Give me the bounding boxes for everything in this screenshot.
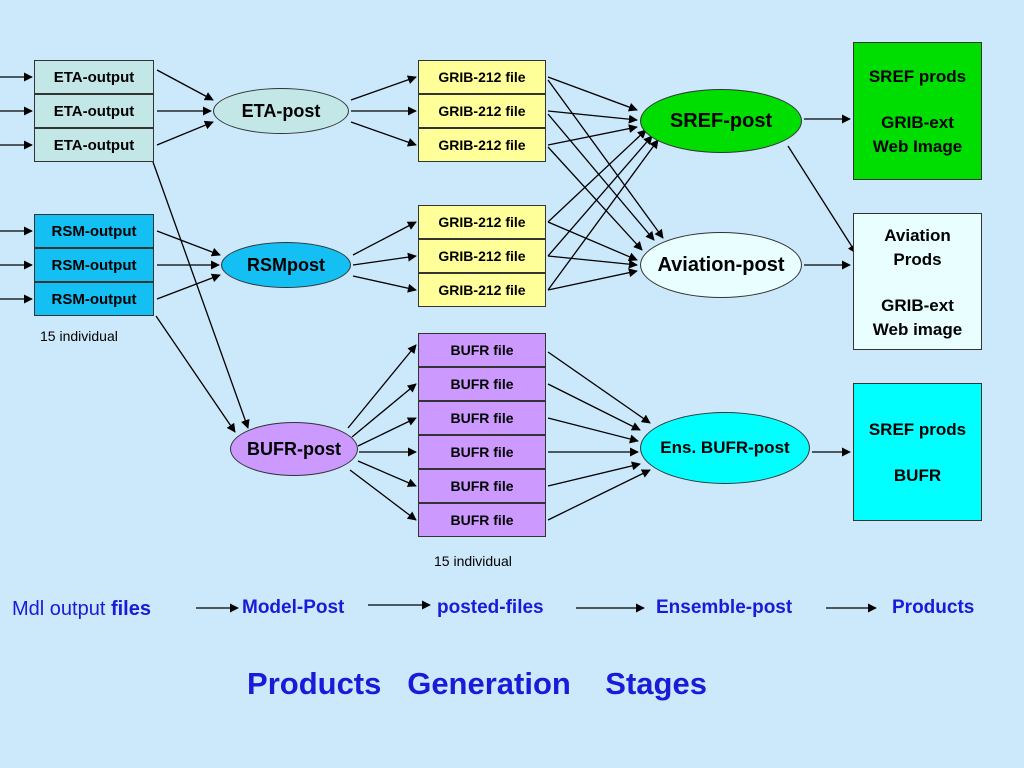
connector-arrow-31	[547, 113, 655, 241]
connector-arrow-27	[547, 76, 638, 112]
rsm-output-box-1: RSM-output	[34, 214, 154, 248]
sref-grib-products-box: SREF prods GRIB-ext Web Image	[853, 42, 982, 180]
bufr-file-box-4: BUFR file	[418, 435, 546, 469]
connector-arrow-30	[547, 79, 664, 239]
product-label: GRIB-ext	[881, 113, 954, 132]
product-label: Web Image	[872, 137, 963, 156]
eta-output-box-1: ETA-output	[34, 60, 154, 94]
bufr-post-node: BUFR-post	[230, 422, 358, 476]
connector-arrow-37	[547, 255, 638, 269]
posted-files-count-note: 15 individual	[434, 553, 512, 569]
grib-file-box-6: GRIB-212 file	[418, 273, 546, 307]
connector-arrow-13	[156, 273, 221, 300]
rsm-output-box-3: RSM-output	[34, 282, 154, 316]
connector-arrow-25	[357, 460, 417, 487]
stage-posted-files: posted-files	[437, 597, 544, 618]
product-label: Web image	[872, 320, 963, 339]
grib-file-box-4: GRIB-212 file	[418, 205, 546, 239]
grib-file-box-1: GRIB-212 file	[418, 60, 546, 94]
stage-ensemble-post: Ensemble-post	[656, 597, 793, 618]
grib-file-box-2: GRIB-212 file	[418, 94, 546, 128]
product-label: Prods	[893, 250, 942, 269]
bufr-file-box-5: BUFR file	[418, 469, 546, 503]
connector-arrow-32	[547, 146, 643, 251]
stage-model-output-files: Mdl output files	[12, 598, 151, 621]
aviation-products-box: Aviation Prods GRIB-ext Web image	[853, 213, 982, 350]
model-output-count-note: 15 individual	[40, 328, 118, 344]
connector-arrow-34	[547, 135, 653, 257]
connector-arrow-7	[156, 69, 214, 101]
connector-arrow-28	[547, 110, 638, 124]
stage-bold-text: files	[110, 598, 151, 620]
rsm-post-node: RSMpost	[221, 242, 351, 288]
stage-plain-text: Mdl output	[12, 598, 111, 620]
product-label: GRIB-ext	[881, 296, 954, 315]
connector-arrow-39	[547, 351, 651, 424]
connector-arrow-21	[347, 344, 417, 429]
connector-arrow-14	[155, 315, 236, 433]
sref-bufr-products-box: SREF prods BUFR	[853, 383, 982, 521]
connector-arrow-22	[351, 383, 417, 438]
bufr-file-box-2: BUFR file	[418, 367, 546, 401]
connector-arrow-23	[357, 417, 417, 447]
connector-arrow-17	[350, 121, 417, 147]
rsm-output-box-2: RSM-output	[34, 248, 154, 282]
connector-arrow-40	[547, 383, 641, 431]
connector-arrow-10	[152, 161, 250, 429]
bufr-file-box-1: BUFR file	[418, 333, 546, 367]
page-title: Products Generation Stages	[247, 666, 707, 701]
connector-arrow-41	[547, 417, 639, 444]
product-label: Aviation	[884, 226, 951, 245]
connector-arrow-44	[547, 469, 651, 521]
connector-arrow-46	[787, 145, 857, 254]
connector-arrow-9	[156, 120, 214, 146]
product-label: BUFR	[893, 466, 942, 485]
connector-arrow-43	[547, 461, 641, 487]
connector-arrow-20	[352, 275, 417, 293]
connector-arrow-29	[547, 124, 638, 146]
eta-output-box-3: ETA-output	[34, 128, 154, 162]
aviation-post-node: Aviation-post	[640, 232, 802, 298]
eta-output-box-2: ETA-output	[34, 94, 154, 128]
stage-products: Products	[892, 597, 975, 618]
ens-bufr-post-node: Ens. BUFR-post	[640, 412, 810, 484]
connector-arrow-15	[350, 75, 417, 101]
eta-post-node: ETA-post	[213, 88, 349, 134]
connector-arrow-36	[547, 221, 638, 261]
connector-arrow-35	[547, 139, 659, 291]
grib-file-box-3: GRIB-212 file	[418, 128, 546, 162]
connector-arrow-26	[349, 469, 417, 521]
connector-arrow-11	[156, 230, 221, 257]
bufr-file-box-6: BUFR file	[418, 503, 546, 537]
connector-arrow-18	[352, 221, 417, 256]
connector-arrow-19	[352, 252, 417, 266]
grib-file-box-5: GRIB-212 file	[418, 239, 546, 273]
bufr-file-box-3: BUFR file	[418, 401, 546, 435]
stage-model-post: Model-Post	[242, 597, 345, 618]
product-label: SREF prods	[868, 420, 967, 439]
connector-arrow-33	[547, 129, 647, 223]
connector-arrow-38	[547, 268, 638, 291]
product-label: SREF prods	[868, 67, 967, 86]
sref-post-node: SREF-post	[640, 89, 802, 153]
